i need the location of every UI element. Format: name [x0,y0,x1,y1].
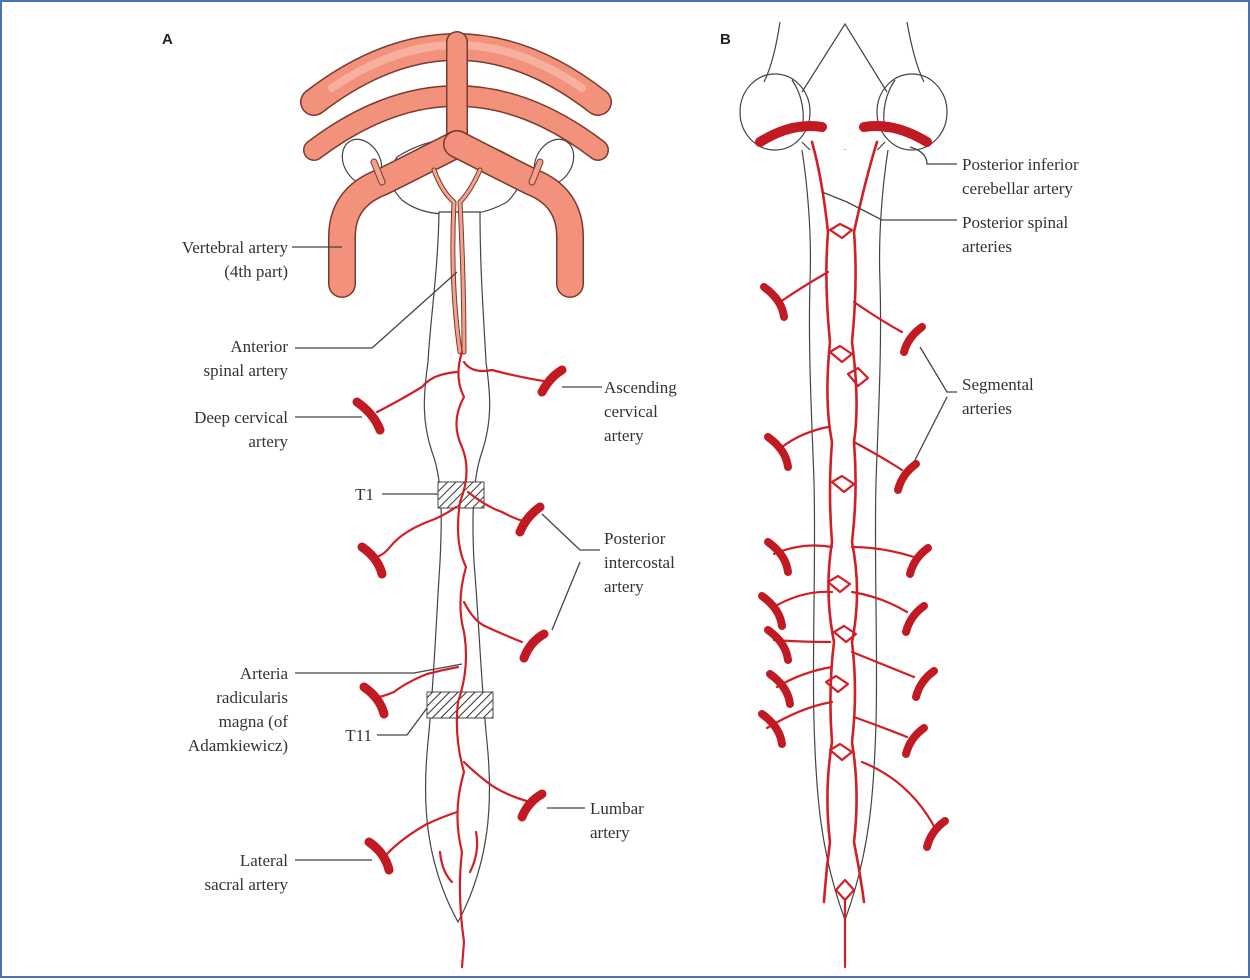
label-adamkiewicz-3: magna (of [219,712,289,731]
label-adamkiewicz-4: Adamkiewicz) [188,736,288,755]
panel-b-labels: Posterior inferior cerebellar artery Pos… [962,155,1079,418]
panel-b-brainstem-outline [740,22,947,164]
label-posterior-spinal-arteries-2: arteries [962,237,1012,256]
panel-b: B [720,22,1079,967]
label-anterior-spinal-artery-2: spinal artery [204,361,289,380]
label-posterior-intercostal-artery-3: artery [604,577,644,596]
t1-segment-band [438,482,484,508]
label-ascending-cervical-artery: Ascending [604,378,677,397]
label-deep-cervical-artery-2: artery [248,432,288,451]
label-ascending-cervical-artery-2: cervical [604,402,658,421]
label-posterior-intercostal-artery-2: intercostal [604,553,675,572]
label-t11: T11 [345,726,372,745]
panel-a: A [162,31,677,967]
label-lateral-sacral-artery-2: sacral artery [204,875,288,894]
label-vertebral-artery-part: (4th part) [224,262,288,281]
label-deep-cervical-artery: Deep cervical [194,408,288,427]
label-adamkiewicz-2: radicularis [216,688,288,707]
label-posterior-inferior-cerebellar-artery: Posterior inferior [962,155,1079,174]
label-anterior-spinal-artery: Anterior [230,337,288,356]
label-lateral-sacral-artery: Lateral [240,851,288,870]
label-posterior-inferior-cerebellar-artery-2: cerebellar artery [962,179,1073,198]
label-posterior-intercostal-artery: Posterior [604,529,666,548]
label-vertebral-artery: Vertebral artery [182,238,289,257]
label-ascending-cervical-artery-3: artery [604,426,644,445]
pica-vessels [760,126,927,142]
label-lumbar-artery-2: artery [590,823,630,842]
label-segmental-arteries-2: arteries [962,399,1012,418]
label-lumbar-artery: Lumbar [590,799,644,818]
label-posterior-spinal-arteries: Posterior spinal [962,213,1069,232]
label-segmental-arteries: Segmental [962,375,1034,394]
label-adamkiewicz: Arteria [240,664,289,683]
label-t1: T1 [355,485,374,504]
panel-b-spinal-cord [802,150,888,920]
panel-a-letter: A [162,31,173,48]
panel-b-letter: B [720,31,731,48]
